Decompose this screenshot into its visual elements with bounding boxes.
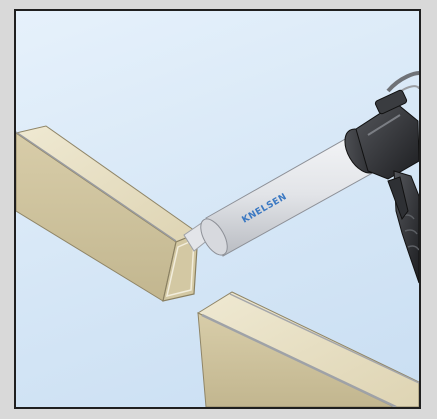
- caulking-illustration: KNELSEN: [16, 11, 419, 407]
- illustration-panel: KNELSEN: [14, 9, 421, 409]
- right-beam: [198, 292, 419, 407]
- left-beam: [16, 126, 198, 301]
